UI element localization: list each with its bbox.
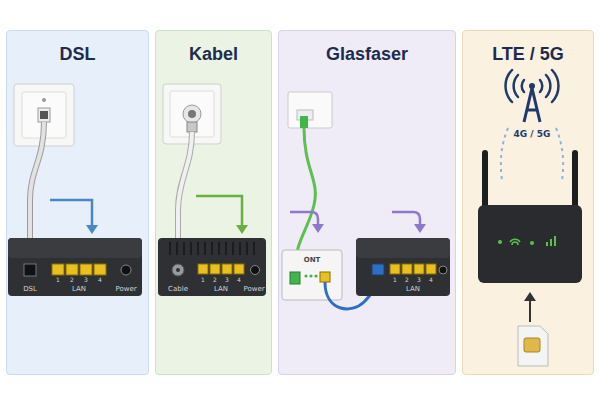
panel-heading: Kabel <box>156 44 271 65</box>
port-number: 4 <box>98 277 102 283</box>
panel: DSL <box>6 30 149 375</box>
port-label: Cable <box>168 286 188 293</box>
port-label: LAN <box>72 286 86 293</box>
device-label: ONT <box>304 257 321 264</box>
port-label: LAN <box>214 286 228 293</box>
port-number: 3 <box>84 277 88 283</box>
panel-heading: LTE / 5G <box>463 44 593 65</box>
port-number: 3 <box>417 277 421 283</box>
port-number: 4 <box>429 277 433 283</box>
port-label: LAN <box>406 286 420 293</box>
port-label: DSL <box>23 286 37 293</box>
panel: LTE / 5G <box>462 30 594 375</box>
port-number: 1 <box>201 277 205 283</box>
port-number: 2 <box>405 277 409 283</box>
panel-heading: DSL <box>7 44 148 65</box>
port-number: 1 <box>393 277 397 283</box>
panel: Kabel <box>155 30 272 375</box>
port-label: Power <box>243 286 264 293</box>
port-number: 3 <box>225 277 229 283</box>
port-number: 4 <box>237 277 241 283</box>
signal-label: 4G / 5G <box>514 130 551 139</box>
panel: Glasfaser <box>278 30 456 375</box>
port-number: 2 <box>70 277 74 283</box>
port-label: Power <box>115 286 136 293</box>
port-number: 2 <box>213 277 217 283</box>
port-number: 1 <box>56 277 60 283</box>
panel-heading: Glasfaser <box>279 44 455 65</box>
